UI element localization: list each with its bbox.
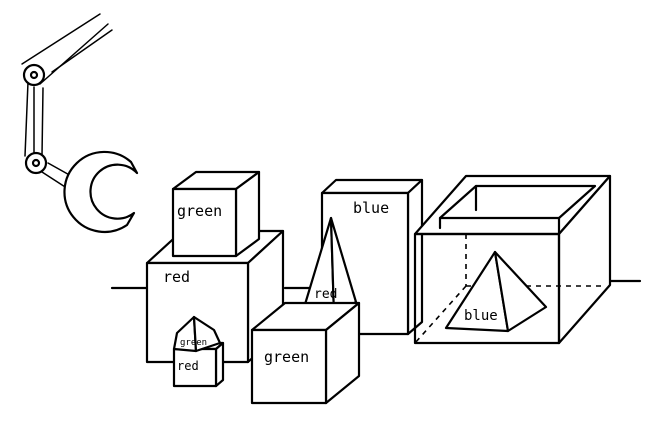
red-block-small-label: red bbox=[177, 359, 199, 373]
green-pyramid-small-label: green bbox=[180, 338, 207, 348]
blue-pyramid-in-box bbox=[444, 250, 548, 333]
open-box bbox=[413, 174, 612, 345]
green-block-front-label: green bbox=[264, 348, 309, 366]
blue-block-tall-label: blue bbox=[353, 199, 389, 217]
green-pyramid-small bbox=[172, 315, 222, 353]
gripper-claw bbox=[63, 150, 139, 233]
box-inner-opening bbox=[438, 184, 597, 220]
arm-joint-elbow-pin bbox=[31, 158, 41, 168]
robot-arm bbox=[21, 13, 139, 233]
green-block-front bbox=[250, 301, 361, 405]
red-pyramid-tall-label: red bbox=[314, 287, 337, 302]
green-block-top-label: green bbox=[177, 202, 222, 220]
red-pyramid-tall bbox=[301, 216, 358, 317]
green-block-top bbox=[171, 170, 261, 258]
box-front-face bbox=[413, 232, 561, 345]
blue-pyramid-label: blue bbox=[464, 308, 498, 324]
arm-joint-shoulder-pin bbox=[29, 70, 39, 80]
red-block-large-label: red bbox=[163, 268, 190, 286]
